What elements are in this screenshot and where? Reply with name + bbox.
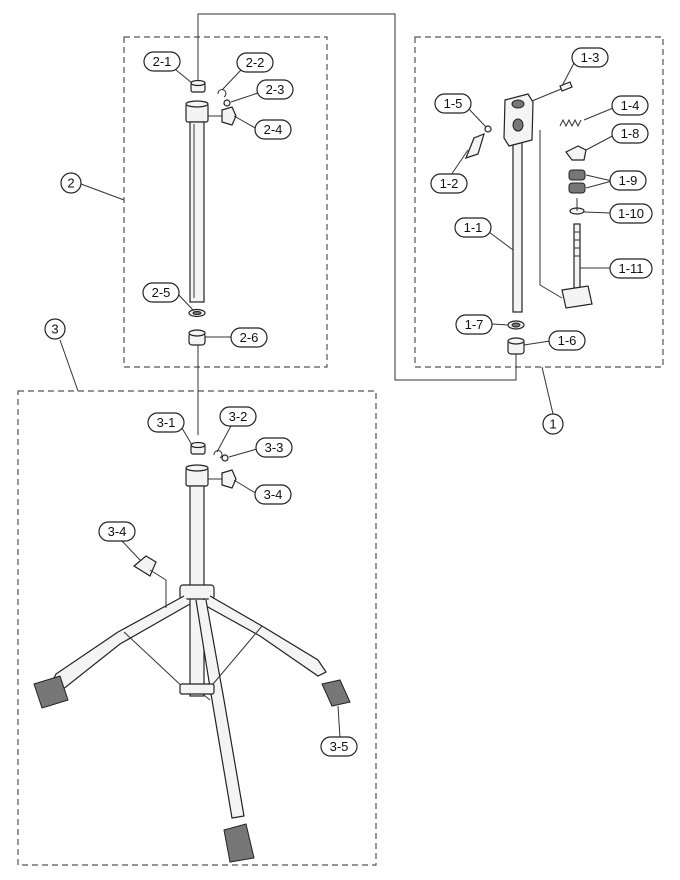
group-1-parts	[464, 81, 593, 355]
callout-2-5: 2-5	[142, 282, 180, 303]
group-1-marker: 1	[541, 366, 564, 435]
svg-text:1-6: 1-6	[558, 333, 577, 348]
callout-2-1: 2-1	[143, 51, 181, 72]
svg-text:1-3: 1-3	[581, 50, 600, 65]
svg-text:2-4: 2-4	[264, 122, 283, 137]
callout-1-9: 1-9	[609, 170, 647, 191]
callout-3-2: 3-2	[219, 406, 257, 427]
svg-text:1-7: 1-7	[465, 317, 484, 332]
svg-text:1-2: 1-2	[440, 176, 459, 191]
group-3-marker: 3	[44, 318, 79, 392]
svg-text:1-10: 1-10	[618, 206, 644, 221]
svg-text:2-2: 2-2	[246, 55, 265, 70]
svg-text:2-3: 2-3	[266, 82, 285, 97]
callout-1-7: 1-7	[455, 314, 493, 335]
group-3-box	[17, 390, 377, 866]
callout-1-4: 1-4	[611, 95, 649, 116]
callout-3-4-right: 3-4	[254, 484, 292, 505]
svg-text:1-8: 1-8	[621, 126, 640, 141]
svg-text:3-4: 3-4	[264, 487, 283, 502]
callout-2-6: 2-6	[230, 327, 268, 348]
callout-1-2: 1-2	[430, 173, 468, 194]
callout-2-3: 2-3	[256, 79, 294, 100]
callout-3-4-left: 3-4	[98, 521, 136, 542]
callout-2-2: 2-2	[236, 52, 274, 73]
group-3-parts	[33, 441, 351, 863]
callout-3-5: 3-5	[320, 736, 358, 757]
svg-text:1-11: 1-11	[618, 261, 643, 276]
svg-text:3-2: 3-2	[229, 409, 248, 424]
callout-2-4: 2-4	[254, 119, 292, 140]
group-1-box	[414, 36, 664, 368]
callout-1-6: 1-6	[548, 330, 586, 351]
svg-text:3-1: 3-1	[157, 415, 176, 430]
callout-3-3: 3-3	[255, 437, 293, 458]
group-2-box	[123, 36, 328, 368]
assembly-connector-lines	[197, 13, 517, 435]
svg-text:1-9: 1-9	[619, 173, 638, 188]
callout-1-11: 1-11	[609, 258, 653, 279]
callout-1-10: 1-10	[609, 203, 653, 224]
svg-text:3-4: 3-4	[108, 524, 127, 539]
svg-text:1-1: 1-1	[464, 220, 483, 235]
svg-text:3-5: 3-5	[330, 739, 349, 754]
svg-text:2-5: 2-5	[152, 285, 171, 300]
callout-1-1: 1-1	[454, 217, 492, 238]
svg-text:3-3: 3-3	[265, 440, 284, 455]
svg-text:3: 3	[51, 322, 58, 337]
svg-text:2: 2	[67, 176, 74, 191]
callout-1-5: 1-5	[434, 93, 472, 114]
callout-1-3: 1-3	[571, 47, 609, 68]
callout-1-8: 1-8	[611, 123, 649, 144]
group-2-marker: 2	[60, 172, 125, 201]
svg-text:2-1: 2-1	[153, 54, 172, 69]
callout-3-1: 3-1	[147, 412, 185, 433]
svg-text:1-4: 1-4	[621, 98, 640, 113]
group-2-parts	[185, 79, 237, 346]
svg-text:1: 1	[549, 417, 556, 432]
svg-text:2-6: 2-6	[240, 330, 259, 345]
svg-text:1-5: 1-5	[444, 96, 463, 111]
